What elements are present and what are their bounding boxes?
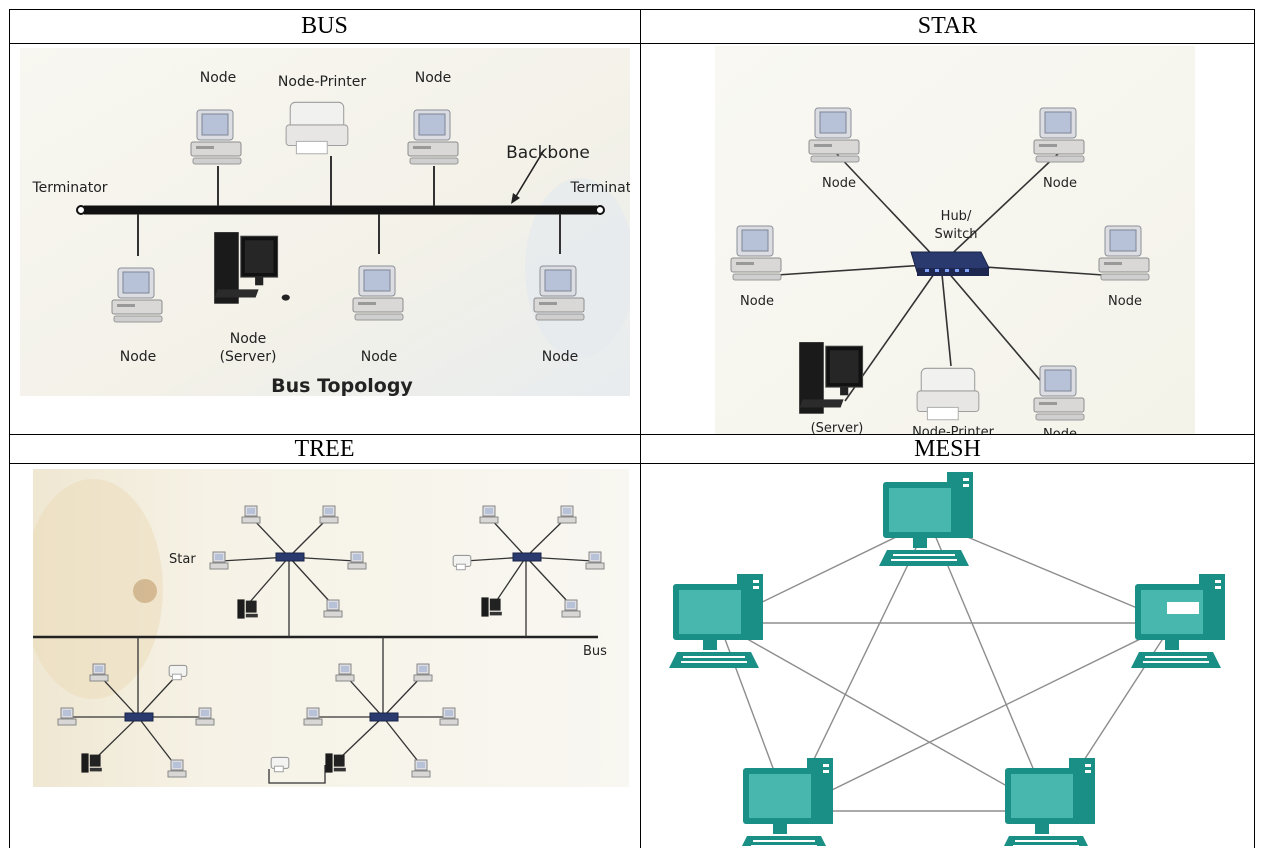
hub-icon xyxy=(275,552,305,562)
hub-label-line1: Hub/ xyxy=(941,209,972,224)
printer-icon xyxy=(916,367,980,421)
node-computer-icon xyxy=(319,505,339,524)
table-row-divider xyxy=(9,434,1255,435)
node-computer-icon xyxy=(241,505,261,524)
node-computer-icon xyxy=(1033,107,1085,163)
node-computer-icon xyxy=(111,267,163,323)
bus-node-label: Node xyxy=(200,70,237,86)
server-label-line2: (Server) xyxy=(220,349,277,365)
node-computer-icon xyxy=(533,265,585,321)
server-icon xyxy=(325,753,346,773)
bus-node-label: Node xyxy=(361,349,398,365)
bus-printer-label: Node-Printer xyxy=(278,74,366,90)
star-node-label: Node xyxy=(1108,294,1142,309)
server-icon xyxy=(81,753,102,773)
node-computer-icon xyxy=(413,663,433,682)
star-node-label: Node xyxy=(740,294,774,309)
server-icon xyxy=(237,599,258,619)
terminator-right-cap xyxy=(595,205,605,215)
hub-icon xyxy=(369,712,399,722)
hub-icon xyxy=(124,712,154,722)
node-computer-icon xyxy=(407,109,459,165)
mesh-computer-icon xyxy=(669,574,763,668)
header-star: STAR xyxy=(917,13,978,39)
node-computer-icon xyxy=(303,707,323,726)
bus-node-label: Node xyxy=(415,70,452,86)
bus-node-label: Node xyxy=(542,349,579,365)
table-border-top xyxy=(9,9,1255,10)
node-computer-icon xyxy=(167,759,187,778)
node-computer-icon xyxy=(57,707,77,726)
node-computer-icon xyxy=(561,599,581,618)
topology-table: BUS STAR TREE MESH xyxy=(9,9,1255,848)
bus-topology-diagram: Node Node-Printer Node Backbone Terminat… xyxy=(20,48,630,396)
node-computer-icon xyxy=(89,663,109,682)
backbone-label: Backbone xyxy=(506,143,590,163)
mesh-computer-icon xyxy=(879,472,973,566)
star-server-label: (Server) xyxy=(811,421,864,434)
star-node-label: Node xyxy=(1043,427,1077,434)
node-computer-icon xyxy=(439,707,459,726)
bus-node-label: Node xyxy=(120,349,157,365)
hub-icon xyxy=(512,552,542,562)
mesh-computer-icon xyxy=(1131,574,1225,668)
tree-topology-diagram: Star Bus xyxy=(33,469,629,787)
mesh-topology-diagram xyxy=(649,466,1249,846)
hub-switch-icon xyxy=(910,251,990,276)
node-computer-icon xyxy=(352,265,404,321)
node-computer-icon xyxy=(323,599,343,618)
node-computer-icon xyxy=(195,707,215,726)
star-node-label: Node xyxy=(822,176,856,191)
node-computer-icon xyxy=(1098,225,1150,281)
bus-topology-title: Bus Topology xyxy=(271,375,413,396)
node-computer-icon xyxy=(1033,365,1085,421)
node-computer-icon xyxy=(209,551,229,570)
table-column-divider xyxy=(640,9,641,848)
node-computer-icon xyxy=(808,107,860,163)
terminator-left-label: Terminator xyxy=(31,180,107,196)
tree-bus-label: Bus xyxy=(583,644,607,659)
star-topology-diagram: Node Node Hub/ Switch Node Node (Server)… xyxy=(715,46,1195,434)
hub-label-line2: Switch xyxy=(935,227,978,242)
node-computer-icon xyxy=(557,505,577,524)
server-label-line1: Node xyxy=(230,331,267,347)
table-border-right xyxy=(1254,9,1255,848)
node-computer-icon xyxy=(585,551,605,570)
terminator-right-label: Terminator xyxy=(569,180,630,196)
node-computer-icon xyxy=(335,663,355,682)
header-mesh: MESH xyxy=(914,436,981,462)
server-icon xyxy=(481,597,502,617)
screen-highlight xyxy=(1167,602,1199,614)
table-border-left xyxy=(9,9,10,848)
node-computer-icon xyxy=(411,759,431,778)
table-row-divider xyxy=(9,43,1255,44)
header-bus: BUS xyxy=(301,13,348,39)
star-node-label: Node xyxy=(1043,176,1077,191)
header-tree: TREE xyxy=(294,436,355,462)
node-computer-icon xyxy=(730,225,782,281)
node-computer-icon xyxy=(347,551,367,570)
node-computer-icon xyxy=(479,505,499,524)
star-printer-label: Node-Printer xyxy=(912,425,995,434)
node-computer-icon xyxy=(190,109,242,165)
terminator-left-cap xyxy=(76,205,86,215)
table-row-divider xyxy=(9,463,1255,464)
tree-star-label: Star xyxy=(169,552,196,567)
